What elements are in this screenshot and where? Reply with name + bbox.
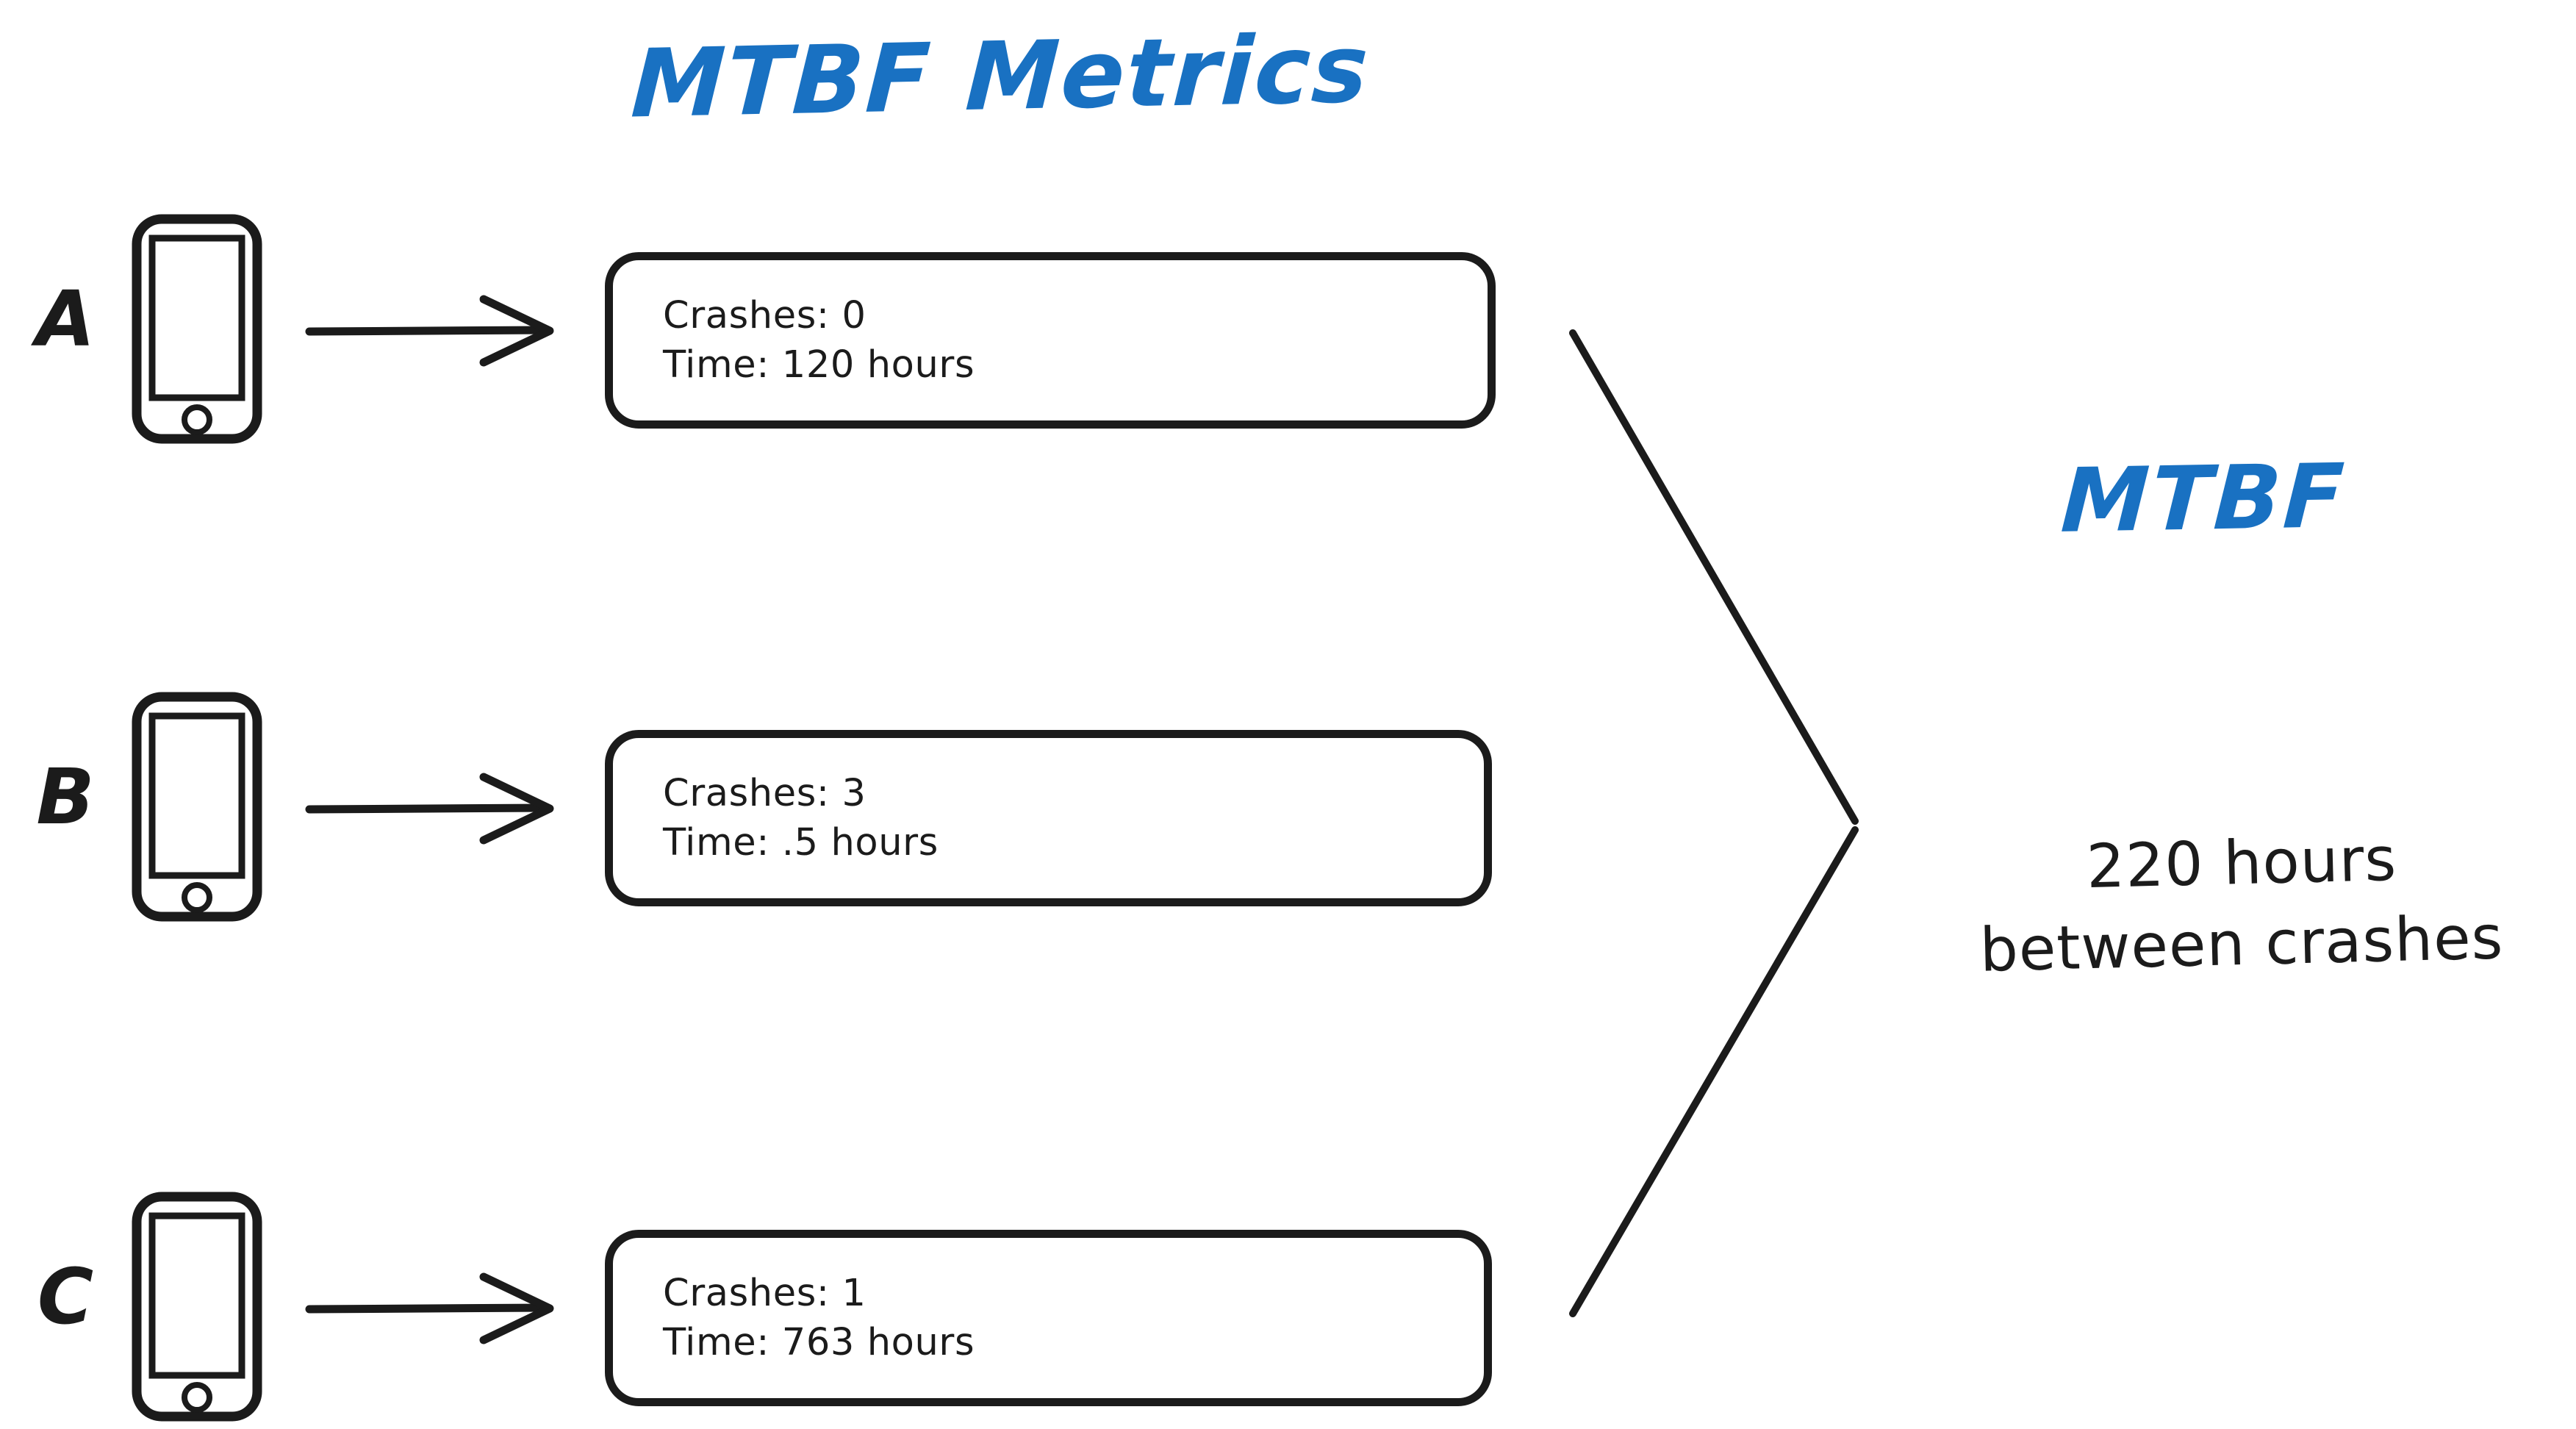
metric-box: Crashes: 0 Time: 120 hours xyxy=(605,252,1496,429)
metric-lines: Crashes: 1 Time: 763 hours xyxy=(663,1269,1466,1368)
device-row: B Crashes: 3 Time: .5 hours xyxy=(0,691,1543,926)
time-line: Time: .5 hours xyxy=(663,821,939,865)
crashes-line: Crashes: 1 xyxy=(663,1272,867,1315)
time-line: Time: 120 hours xyxy=(663,343,975,387)
phone-icon xyxy=(131,691,263,923)
arrow-right-icon xyxy=(305,283,599,379)
device-row: C Crashes: 1 Time: 763 hours xyxy=(0,1191,1543,1426)
mtbf-result: 220 hours between crashes xyxy=(1896,823,2576,986)
mtbf-result-line-2: between crashes xyxy=(1978,903,2505,986)
mtbf-heading: MTBF xyxy=(2059,445,2349,553)
device-row: A Crashes: 0 Time: 120 hours xyxy=(0,213,1543,448)
phone-icon xyxy=(131,1191,263,1422)
metric-box: Crashes: 1 Time: 763 hours xyxy=(605,1230,1492,1406)
phone-icon xyxy=(131,213,263,445)
device-label-c: C xyxy=(37,1252,94,1342)
arrow-right-icon xyxy=(305,761,599,856)
chevron-connector xyxy=(1543,309,1896,1353)
metric-lines: Crashes: 3 Time: .5 hours xyxy=(663,769,1466,868)
crashes-line: Crashes: 3 xyxy=(663,772,867,815)
page-title: MTBF Metrics xyxy=(628,14,1372,140)
crashes-line: Crashes: 0 xyxy=(663,294,867,337)
metric-box: Crashes: 3 Time: .5 hours xyxy=(605,730,1492,906)
arrow-right-icon xyxy=(305,1261,599,1356)
device-label-a: A xyxy=(35,274,96,364)
device-label-b: B xyxy=(36,752,95,842)
metric-lines: Crashes: 0 Time: 120 hours xyxy=(663,291,1470,390)
time-line: Time: 763 hours xyxy=(663,1321,975,1365)
